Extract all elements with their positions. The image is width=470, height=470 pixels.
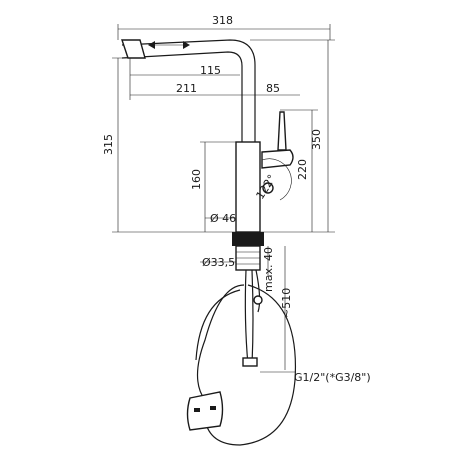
dimension-label-318: 318 [212,14,233,27]
diameter-46-label: Ø 46 [210,212,236,225]
diameter-335-label: Ø33,5 [202,256,235,269]
dimension-160: 160 [190,141,240,232]
dimension-label-350: 350 [310,129,323,150]
faucet-body: 122° Ø 46 [121,39,294,233]
dimension-label-211: 211 [176,82,197,95]
dimension-115: 115 [130,64,240,77]
connection-callout: G1/2"(*G3/8") [260,371,371,384]
hose-length-label: ~510 [280,288,293,318]
max-40-label: max. 40 [262,247,275,292]
dimension-label-115: 115 [200,64,221,77]
mounting-assembly: Ø33,5 max. 40 ~510 [200,232,293,370]
hoses [195,269,297,446]
connection-label: G1/2"(*G3/8") [294,371,371,384]
dimension-label-85: 85 [266,82,280,95]
dimension-318: 318 [117,14,331,40]
dimension-label-315: 315 [102,134,115,155]
dimension-220: 220 [280,109,318,232]
dimension-label-160: 160 [190,169,203,190]
dimension-350: 350 [250,39,335,232]
dimension-label-220: 220 [296,159,309,180]
spray-head [186,391,224,431]
